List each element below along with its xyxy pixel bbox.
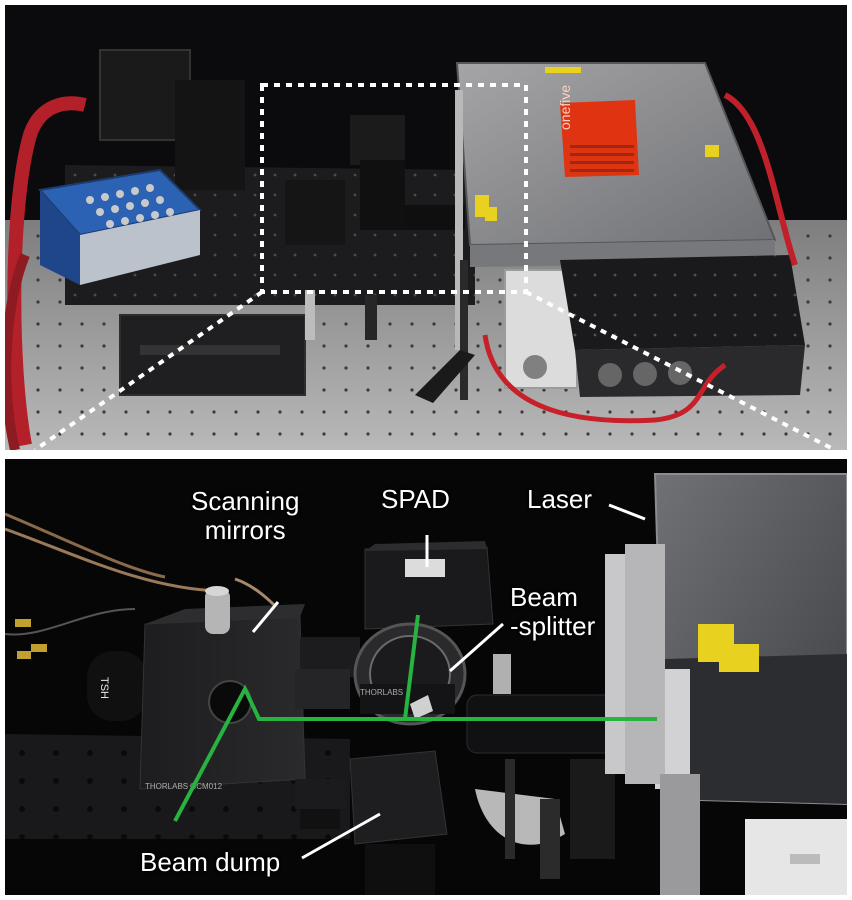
laser-logo-text: onefive — [557, 85, 573, 130]
label-laser: Laser — [527, 484, 593, 514]
beam-path-to-dump — [173, 684, 657, 822]
optics-closeup-photo: TSH THORLABS GCM012 THORLABS — [5, 459, 847, 895]
zoom-line-left — [33, 290, 264, 450]
pointer-scanning-mirrors — [251, 601, 280, 633]
beam-path-to-spad — [403, 614, 420, 720]
zoom-region-box — [260, 83, 528, 294]
closeup-scene: TSH THORLABS GCM012 THORLABS — [5, 459, 847, 895]
label-beam-splitter-line2: -splitter — [510, 611, 596, 641]
label-scanning-mirrors: Scanning mirrors — [191, 487, 299, 545]
beamsplitter-mount-text: THORLABS — [360, 688, 403, 697]
pointer-laser — [608, 503, 646, 521]
setup-overview-photo: onefive — [5, 5, 847, 450]
zoom-indicator — [33, 83, 836, 450]
label-beam-dump: Beam dump — [140, 847, 281, 877]
mount-text-1: THORLABS — [145, 782, 188, 791]
label-spad: SPAD — [381, 484, 450, 514]
label-beam-splitter: Beam -splitter — [510, 583, 595, 641]
mount-text-2: GCM012 — [190, 782, 223, 791]
label-scanning-mirrors-line1: Scanning — [191, 486, 300, 516]
overview-scene: onefive — [5, 5, 847, 450]
pointer-beam-splitter — [449, 622, 504, 673]
pointer-beam-dump — [301, 812, 381, 860]
label-beam-splitter-line1: Beam — [510, 582, 578, 612]
beam-path — [173, 614, 657, 822]
zoom-line-right — [525, 290, 836, 450]
laser-logo: onefive — [557, 85, 639, 177]
lens-tube-marking: TSH — [98, 677, 110, 699]
beam-dump — [349, 750, 448, 845]
label-pointers — [251, 503, 646, 860]
label-scanning-mirrors-line2: mirrors — [204, 515, 286, 545]
